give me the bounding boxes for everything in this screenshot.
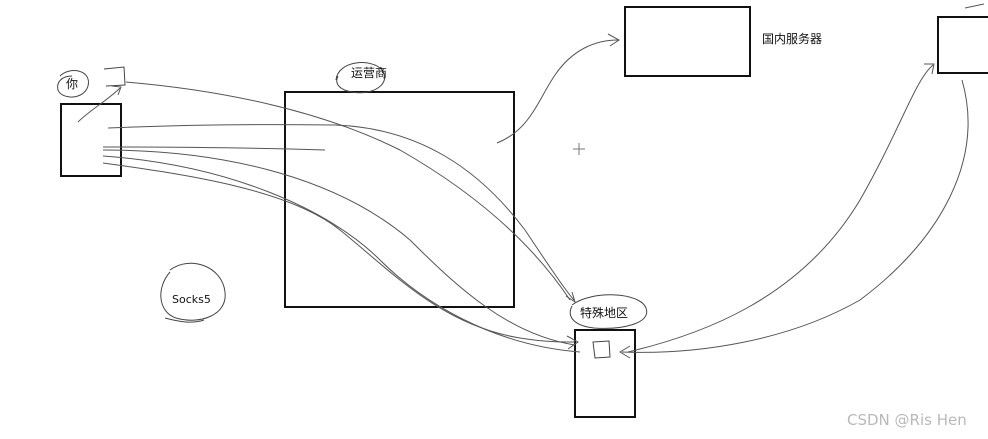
you-box (60, 103, 122, 177)
isp-to-domestic-arrow-head (607, 33, 620, 47)
special-region-box (574, 329, 636, 418)
socks5-label-circle (160, 262, 226, 321)
region-to-overseas-head (924, 63, 935, 75)
overseas-box (937, 16, 988, 74)
isp-label-circle (335, 62, 385, 94)
isp-box (284, 91, 515, 308)
region-to-overseas-curve (627, 64, 934, 353)
socks5-underline (164, 317, 205, 323)
you-up-arrow (77, 87, 121, 123)
isp-label: 运营商 (351, 66, 388, 80)
domestic-server-label: 国内服务器 (762, 32, 823, 46)
watermark: CSDN @Ris Hen (847, 411, 967, 429)
crosshair-cursor-icon (573, 143, 585, 155)
you-to-isp-line (107, 124, 575, 301)
middle-curve-to-region-2 (102, 155, 581, 353)
socks5-label: Socks5 (172, 293, 211, 306)
overseas-to-region-head (619, 345, 631, 359)
isp-to-domestic-arrow (496, 39, 619, 144)
domestic-server-box (624, 6, 751, 77)
region-small-square (592, 340, 611, 359)
middle-curve-to-region-1 (102, 149, 576, 346)
you-up-arrow-head (111, 85, 122, 96)
special-region-label: 特殊地区 (580, 306, 629, 320)
overseas-tick-mark (964, 3, 985, 9)
you-label-circle (57, 70, 89, 98)
lower-curve-to-region (102, 162, 576, 343)
you-small-square (103, 66, 126, 87)
middle-line-1 (102, 146, 326, 151)
special-region-label-circle (569, 294, 648, 329)
you-label: 你 (66, 77, 79, 91)
you-to-isp-line-head (565, 291, 576, 304)
region-return-arrow-head (566, 335, 579, 350)
top-curve-to-region (125, 81, 571, 301)
overseas-to-region-curve (621, 79, 969, 353)
